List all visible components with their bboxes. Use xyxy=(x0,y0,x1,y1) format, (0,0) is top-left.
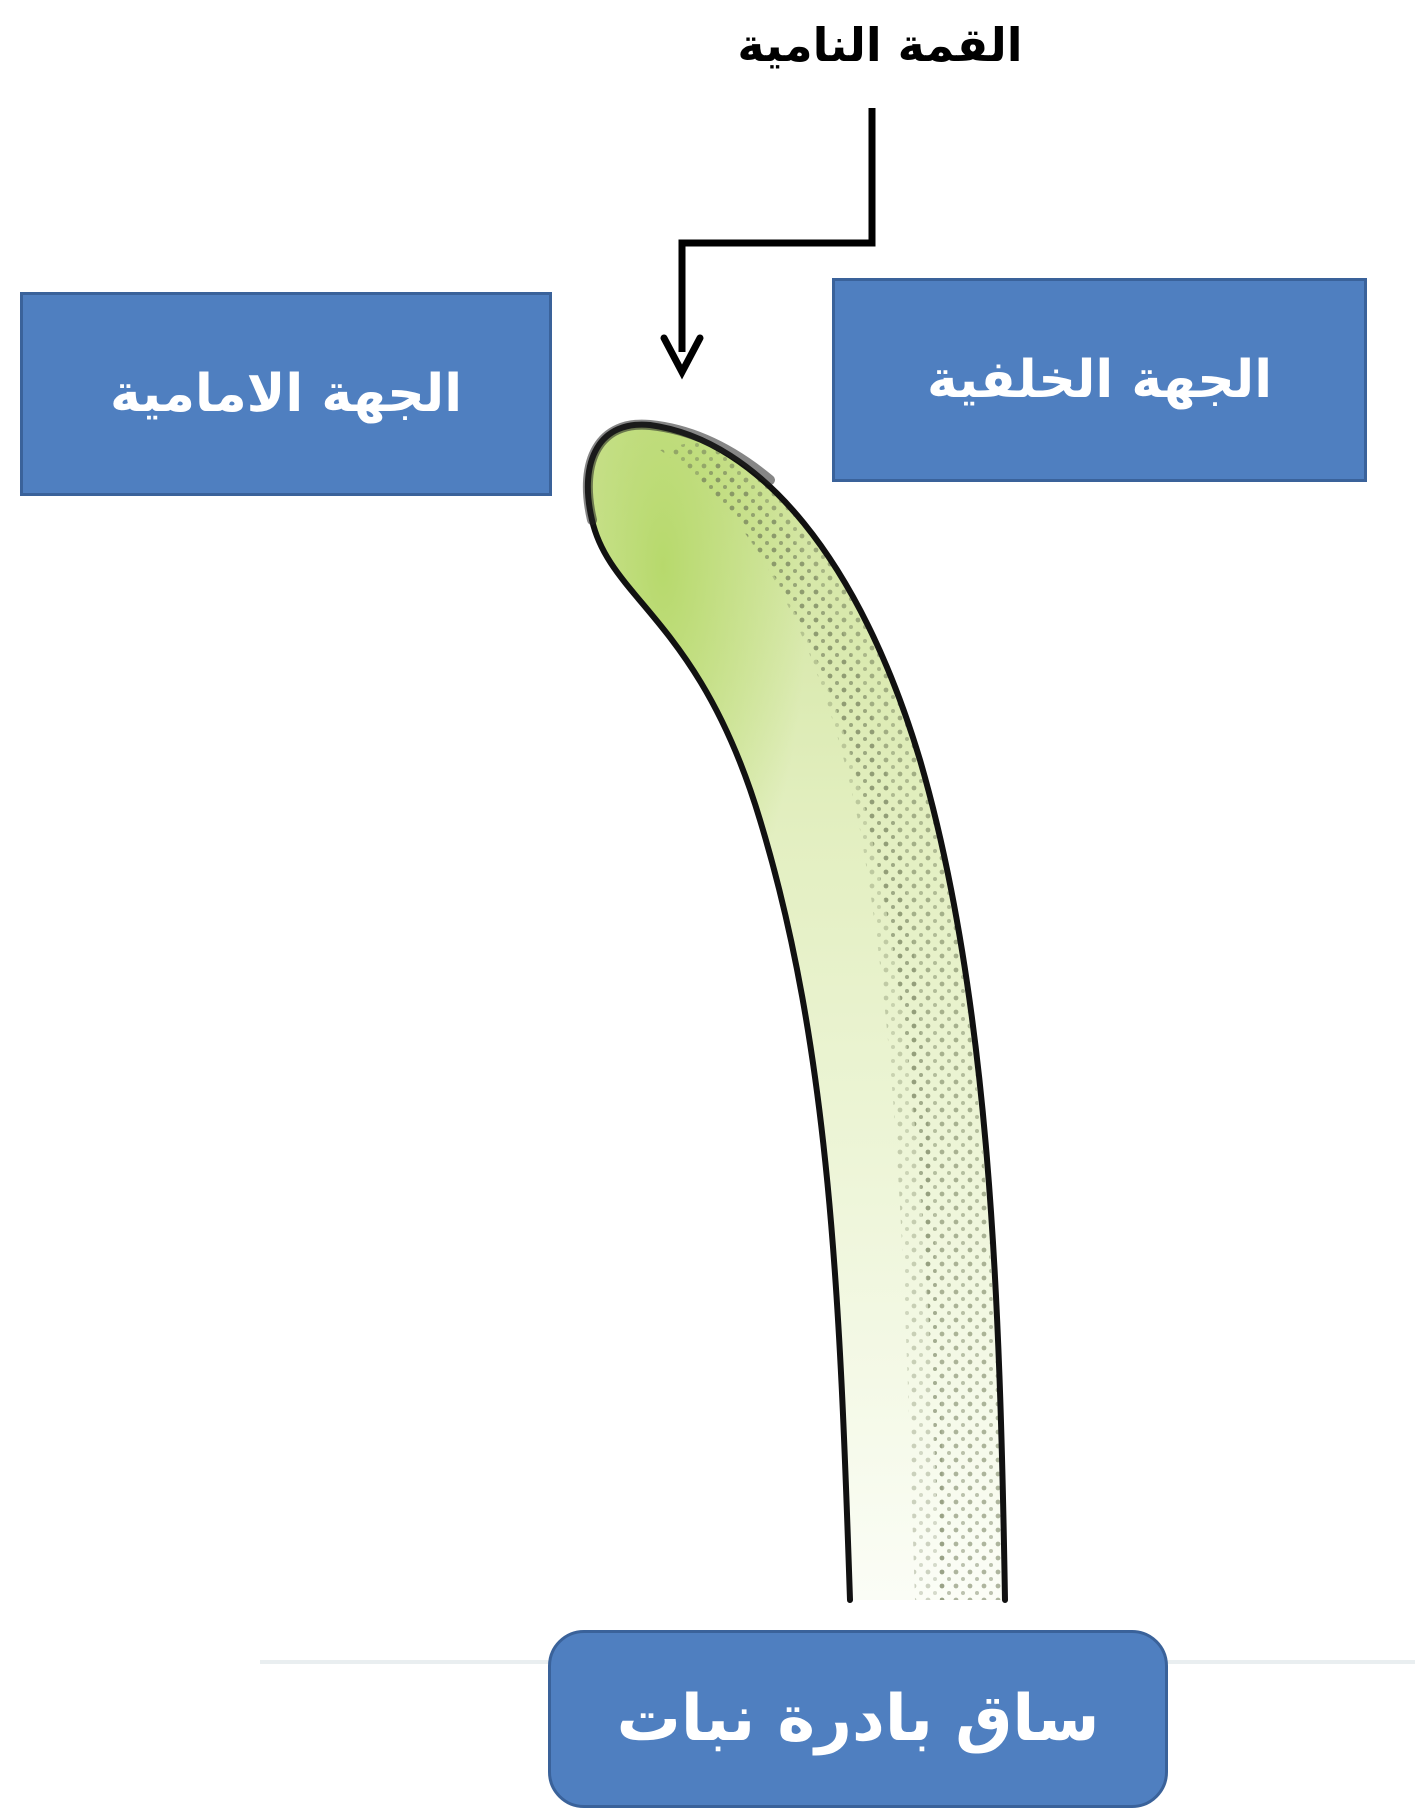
seedling-stem-label: ساق بادرة نبات xyxy=(617,1682,1100,1756)
front-side-label: الجهة الامامية xyxy=(110,364,462,424)
back-side-label-box: الجهة الخلفية xyxy=(832,278,1367,482)
seedling-stem-label-box: ساق بادرة نبات xyxy=(548,1630,1168,1808)
growing-tip-label: القمة النامية xyxy=(600,18,1160,72)
front-side-label-box: الجهة الامامية xyxy=(20,292,552,496)
seedling-stem xyxy=(588,425,1005,1600)
back-side-label: الجهة الخلفية xyxy=(927,350,1272,410)
